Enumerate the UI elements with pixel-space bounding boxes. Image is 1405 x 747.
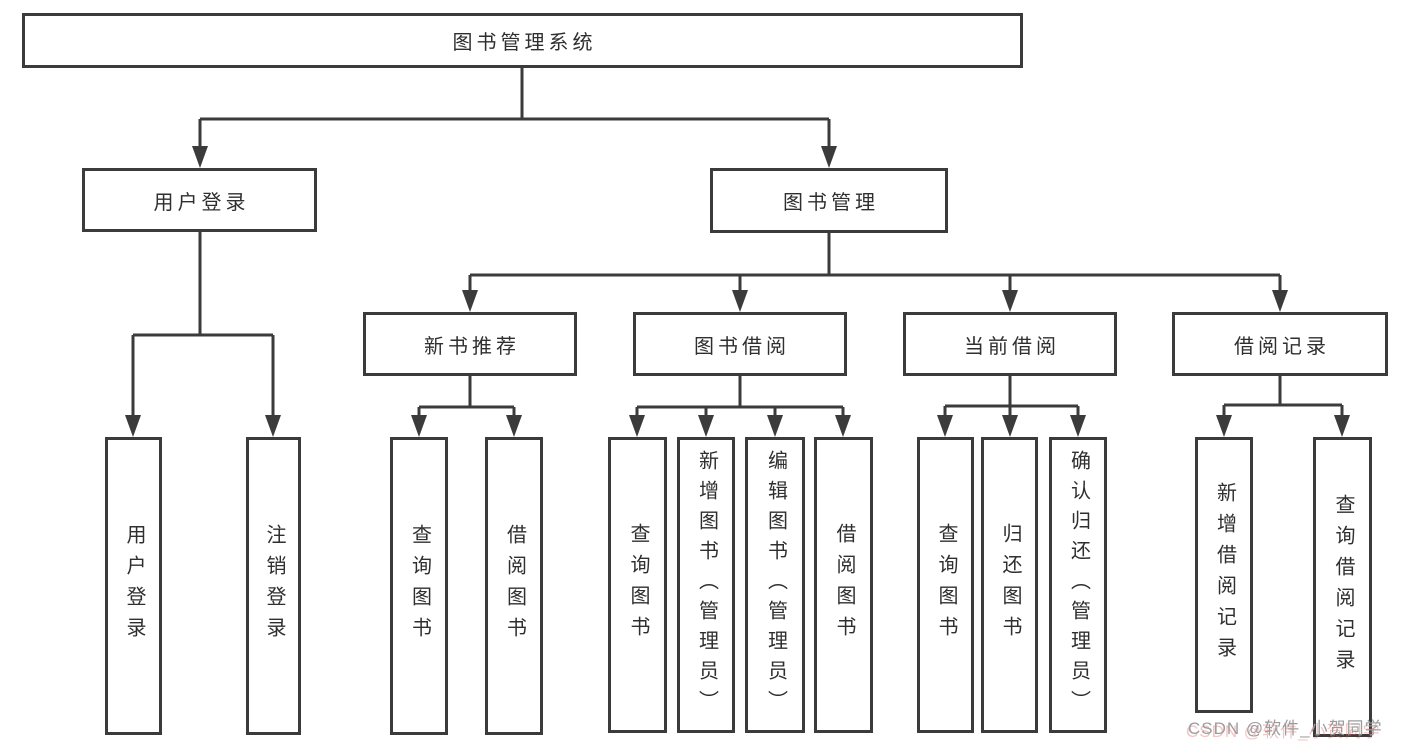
node-label: 用户登录 [153, 191, 250, 214]
node-leaf-borrow-books-2: 借阅图书 [814, 437, 873, 733]
node-label: 图书借阅 [694, 335, 790, 358]
node-leaf-return-books: 归还图书 [981, 437, 1038, 733]
node-label: 查询图书 [408, 524, 431, 648]
node-label: 查询图书 [627, 523, 649, 647]
node-leaf-user-login: 用户登录 [105, 437, 162, 735]
node-leaf-add-book-admin: 新增图书（管理员） [677, 437, 735, 733]
node-new-book-recommend: 新书推荐 [363, 312, 577, 376]
node-label: 图书管理系统 [452, 32, 597, 54]
node-book-management: 图书管理 [710, 168, 948, 233]
node-leaf-confirm-return-admin: 确认归还（管理员） [1049, 437, 1107, 733]
node-label: 新增借阅记录 [1213, 482, 1236, 668]
node-system-root: 图书管理系统 [22, 13, 1023, 68]
node-leaf-edit-book-admin: 编辑图书（管理员） [745, 437, 805, 733]
node-leaf-add-borrow-record: 新增借阅记录 [1195, 437, 1253, 713]
node-label: 新书推荐 [424, 335, 520, 358]
node-leaf-borrow-books-1: 借阅图书 [485, 437, 543, 735]
node-label: 查询借阅记录 [1332, 494, 1354, 680]
node-label: 借阅图书 [833, 523, 855, 647]
node-user-login: 用户登录 [82, 168, 317, 232]
node-label: 归还图书 [999, 523, 1021, 647]
node-label: 查询图书 [935, 523, 957, 647]
arrowheads [125, 146, 1350, 437]
node-label: 用户登录 [123, 524, 145, 648]
node-label: 借阅图书 [503, 524, 526, 648]
node-book-borrowing: 图书借阅 [633, 312, 847, 376]
node-label: 当前借阅 [964, 335, 1060, 358]
csdn-watermark: CSDN @软件_小贺同学 [1188, 719, 1383, 738]
node-borrowing-records: 借阅记录 [1172, 312, 1388, 376]
node-label: 图书管理 [783, 192, 879, 214]
node-current-borrowing: 当前借阅 [903, 312, 1117, 376]
node-label: 新增图书（管理员） [695, 450, 718, 720]
node-leaf-query-borrow-record: 查询借阅记录 [1313, 437, 1372, 737]
node-label: 借阅记录 [1234, 335, 1330, 358]
node-leaf-query-books-3: 查询图书 [917, 437, 974, 733]
node-leaf-query-books-2: 查询图书 [608, 437, 667, 733]
node-leaf-logout: 注销登录 [246, 437, 301, 735]
node-label: 注销登录 [263, 524, 285, 648]
node-leaf-query-books-1: 查询图书 [390, 437, 448, 735]
node-label: 确认归还（管理员） [1067, 450, 1090, 720]
node-label: 编辑图书（管理员） [764, 450, 787, 720]
